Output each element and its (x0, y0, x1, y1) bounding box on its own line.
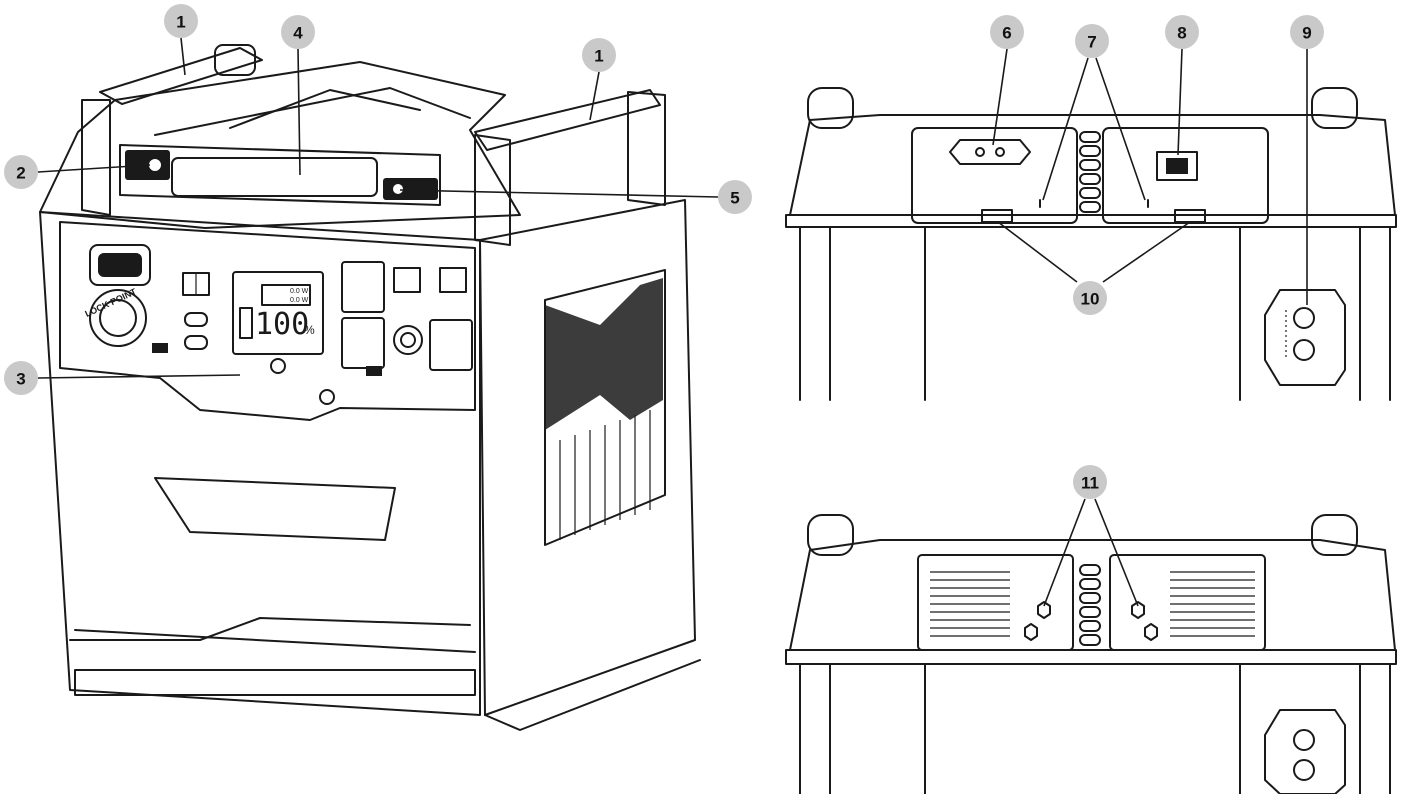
svg-text:9: 9 (1302, 24, 1311, 43)
ac-outlet-1 (341, 261, 385, 313)
front-handle-recess (154, 477, 396, 541)
bottom-view-body (789, 539, 1396, 651)
power-button (270, 358, 286, 374)
control-panel (59, 221, 476, 421)
center-vent-stack-bottom (1079, 564, 1101, 646)
svg-text:1: 1 (594, 47, 603, 66)
callout-1-right: 1 (582, 38, 616, 72)
center-vent-stack (1079, 131, 1101, 213)
right-vent-panel (1109, 554, 1266, 651)
callout-9: 9 (1290, 15, 1324, 49)
svg-text:2: 2 (16, 164, 25, 183)
ac-outlet-3 (429, 319, 473, 371)
ac-outlet-2 (341, 317, 385, 369)
bottom-right-view (785, 514, 1397, 794)
lcd-percent-unit: % (304, 323, 315, 337)
lcd-battery-bar (239, 307, 253, 339)
usb-port-top (393, 267, 421, 293)
lid-ridge (154, 87, 471, 136)
left-handle (99, 47, 263, 105)
usb-port-top-2 (439, 267, 467, 293)
front-top-band (119, 144, 441, 206)
lcd-watt-2: 0.0 W (290, 297, 309, 304)
callout-2: 2 (4, 155, 38, 189)
side-connector-9 (1264, 289, 1346, 386)
screw-right-2 (1144, 623, 1158, 641)
top-view-body (789, 114, 1396, 216)
base-strip (74, 669, 476, 696)
side-body (479, 199, 696, 716)
lcd-power-box (261, 284, 311, 306)
ac-input-port (949, 139, 1031, 165)
front-body (39, 211, 481, 716)
side-vent-slats (559, 410, 651, 540)
svg-text:6: 6 (1002, 24, 1011, 43)
reset-knob (319, 389, 335, 405)
svg-text:7: 7 (1087, 33, 1096, 52)
callout-7: 7 (1075, 24, 1109, 58)
top-lid (39, 61, 521, 229)
lcd-percent: 100 (255, 307, 309, 342)
switch-small-right (366, 366, 382, 376)
left-vent-grille (930, 571, 1010, 637)
right-access-panel (1102, 127, 1269, 224)
right-post-left (474, 134, 511, 246)
right-vent-grille (1170, 571, 1255, 637)
main-unit: LOCK POINT 0.0 W 0.0 W 100 % (39, 44, 701, 731)
svg-text:8: 8 (1177, 24, 1186, 43)
side-vent-frame (544, 269, 666, 546)
left-access-panel (911, 127, 1078, 224)
dc-input-port (1156, 151, 1198, 181)
callout-5: 5 (718, 180, 752, 214)
screw-left-1 (1037, 601, 1051, 619)
panel-latch-left (981, 209, 1013, 223)
lock-point (89, 289, 147, 347)
svg-text:11: 11 (1081, 474, 1099, 493)
callout-8: 8 (1165, 15, 1199, 49)
callout-1-left: 1 (164, 4, 198, 38)
switch-small-left (152, 343, 168, 353)
side-connector-bottom (1264, 709, 1346, 794)
callout-3: 3 (4, 361, 38, 395)
top-handle-recess (171, 157, 378, 197)
callout-lines (37, 37, 1308, 607)
right-post-right (627, 91, 666, 206)
top-view-legs (799, 226, 1391, 401)
svg-text:4: 4 (293, 24, 303, 43)
lcd-display (232, 271, 324, 355)
honeycomb-vent (545, 278, 663, 430)
svg-text:10: 10 (1081, 290, 1100, 309)
callout-6: 6 (990, 15, 1024, 49)
svg-text:5: 5 (730, 189, 739, 208)
right-handle (474, 89, 661, 151)
usb-c-port-1 (184, 312, 208, 327)
callout-10: 10 (1073, 281, 1107, 315)
dc-port (89, 244, 151, 286)
left-vent-panel (917, 554, 1074, 651)
bottom-view-legs (799, 663, 1391, 794)
port-2 (147, 157, 163, 173)
left-post (81, 99, 111, 216)
callout-11: 11 (1073, 465, 1107, 499)
usb-c-port-2 (184, 335, 208, 350)
svg-text:3: 3 (16, 370, 25, 389)
callout-4: 4 (281, 15, 315, 49)
lcd-watt-1: 0.0 W (290, 288, 309, 295)
screw-left-2 (1024, 623, 1038, 641)
top-right-view (785, 87, 1397, 401)
svg-text:1: 1 (176, 13, 185, 32)
car-port (393, 325, 423, 355)
port-5 (391, 182, 405, 196)
screw-right-1 (1131, 601, 1145, 619)
